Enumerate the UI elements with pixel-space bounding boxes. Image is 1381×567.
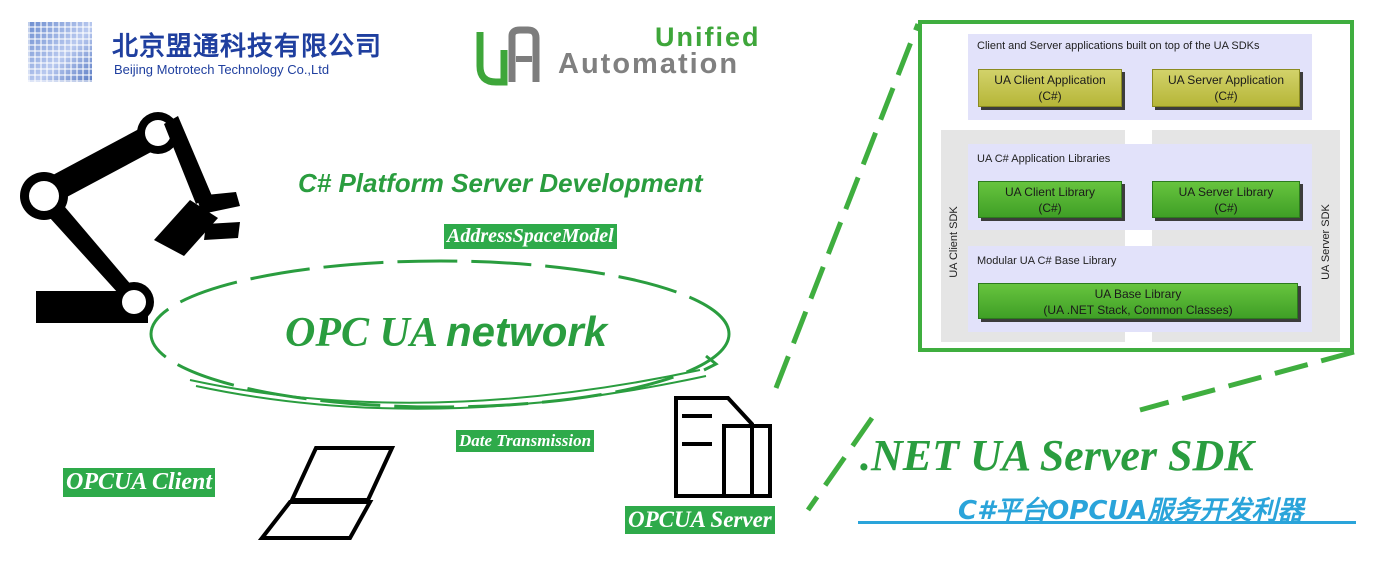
network-word: network xyxy=(446,308,608,355)
applications-layer-title: Client and Server applications built on … xyxy=(977,40,1260,52)
unified-automation-logo-icon xyxy=(476,26,540,86)
ua-client-library: UA Client Library (C#) xyxy=(978,181,1122,218)
base-library-title: Modular UA C# Base Library xyxy=(977,255,1117,267)
server-sdk-label: UA Server SDK xyxy=(1320,204,1332,280)
zoom-connector xyxy=(773,23,1355,512)
ua-client-application: UA Client Application (C#) xyxy=(978,69,1122,107)
motrotech-logo-icon xyxy=(28,22,92,82)
opcua-server-label: OPCUA Server xyxy=(625,506,775,534)
robot-arm-icon xyxy=(20,112,240,323)
laptop-icon xyxy=(257,446,396,540)
network-ellipse xyxy=(149,259,731,410)
client-sdk-label: UA Client SDK xyxy=(948,206,960,278)
subtitle-underline xyxy=(858,521,1356,524)
opcua-client-label: OPCUA Client xyxy=(63,468,216,497)
opcua-network-label: OPC UA network xyxy=(285,308,607,357)
sdk-title: .NET UA Server SDK xyxy=(860,431,1254,480)
date-transmission-label: Date Transmission xyxy=(456,430,595,452)
opcua-word: OPC UA xyxy=(285,310,436,356)
automation-word: Automation xyxy=(558,48,740,80)
application-libraries-title: UA C# Application Libraries xyxy=(977,153,1111,165)
server-icon xyxy=(674,396,772,498)
ua-server-library: UA Server Library (C#) xyxy=(1152,181,1300,218)
motrotech-name-cn: 北京盟通科技有限公司 xyxy=(112,32,383,62)
platform-dev-title: C# Platform Server Development xyxy=(298,168,703,198)
address-space-label: AddressSpaceModel xyxy=(444,224,617,249)
motrotech-name-en: Beijing Motrotech Technology Co.,Ltd xyxy=(114,62,330,77)
ua-base-library: UA Base Library (UA .NET Stack, Common C… xyxy=(978,283,1298,319)
ua-server-application: UA Server Application (C#) xyxy=(1152,69,1300,107)
unified-word: Unified xyxy=(655,22,761,52)
